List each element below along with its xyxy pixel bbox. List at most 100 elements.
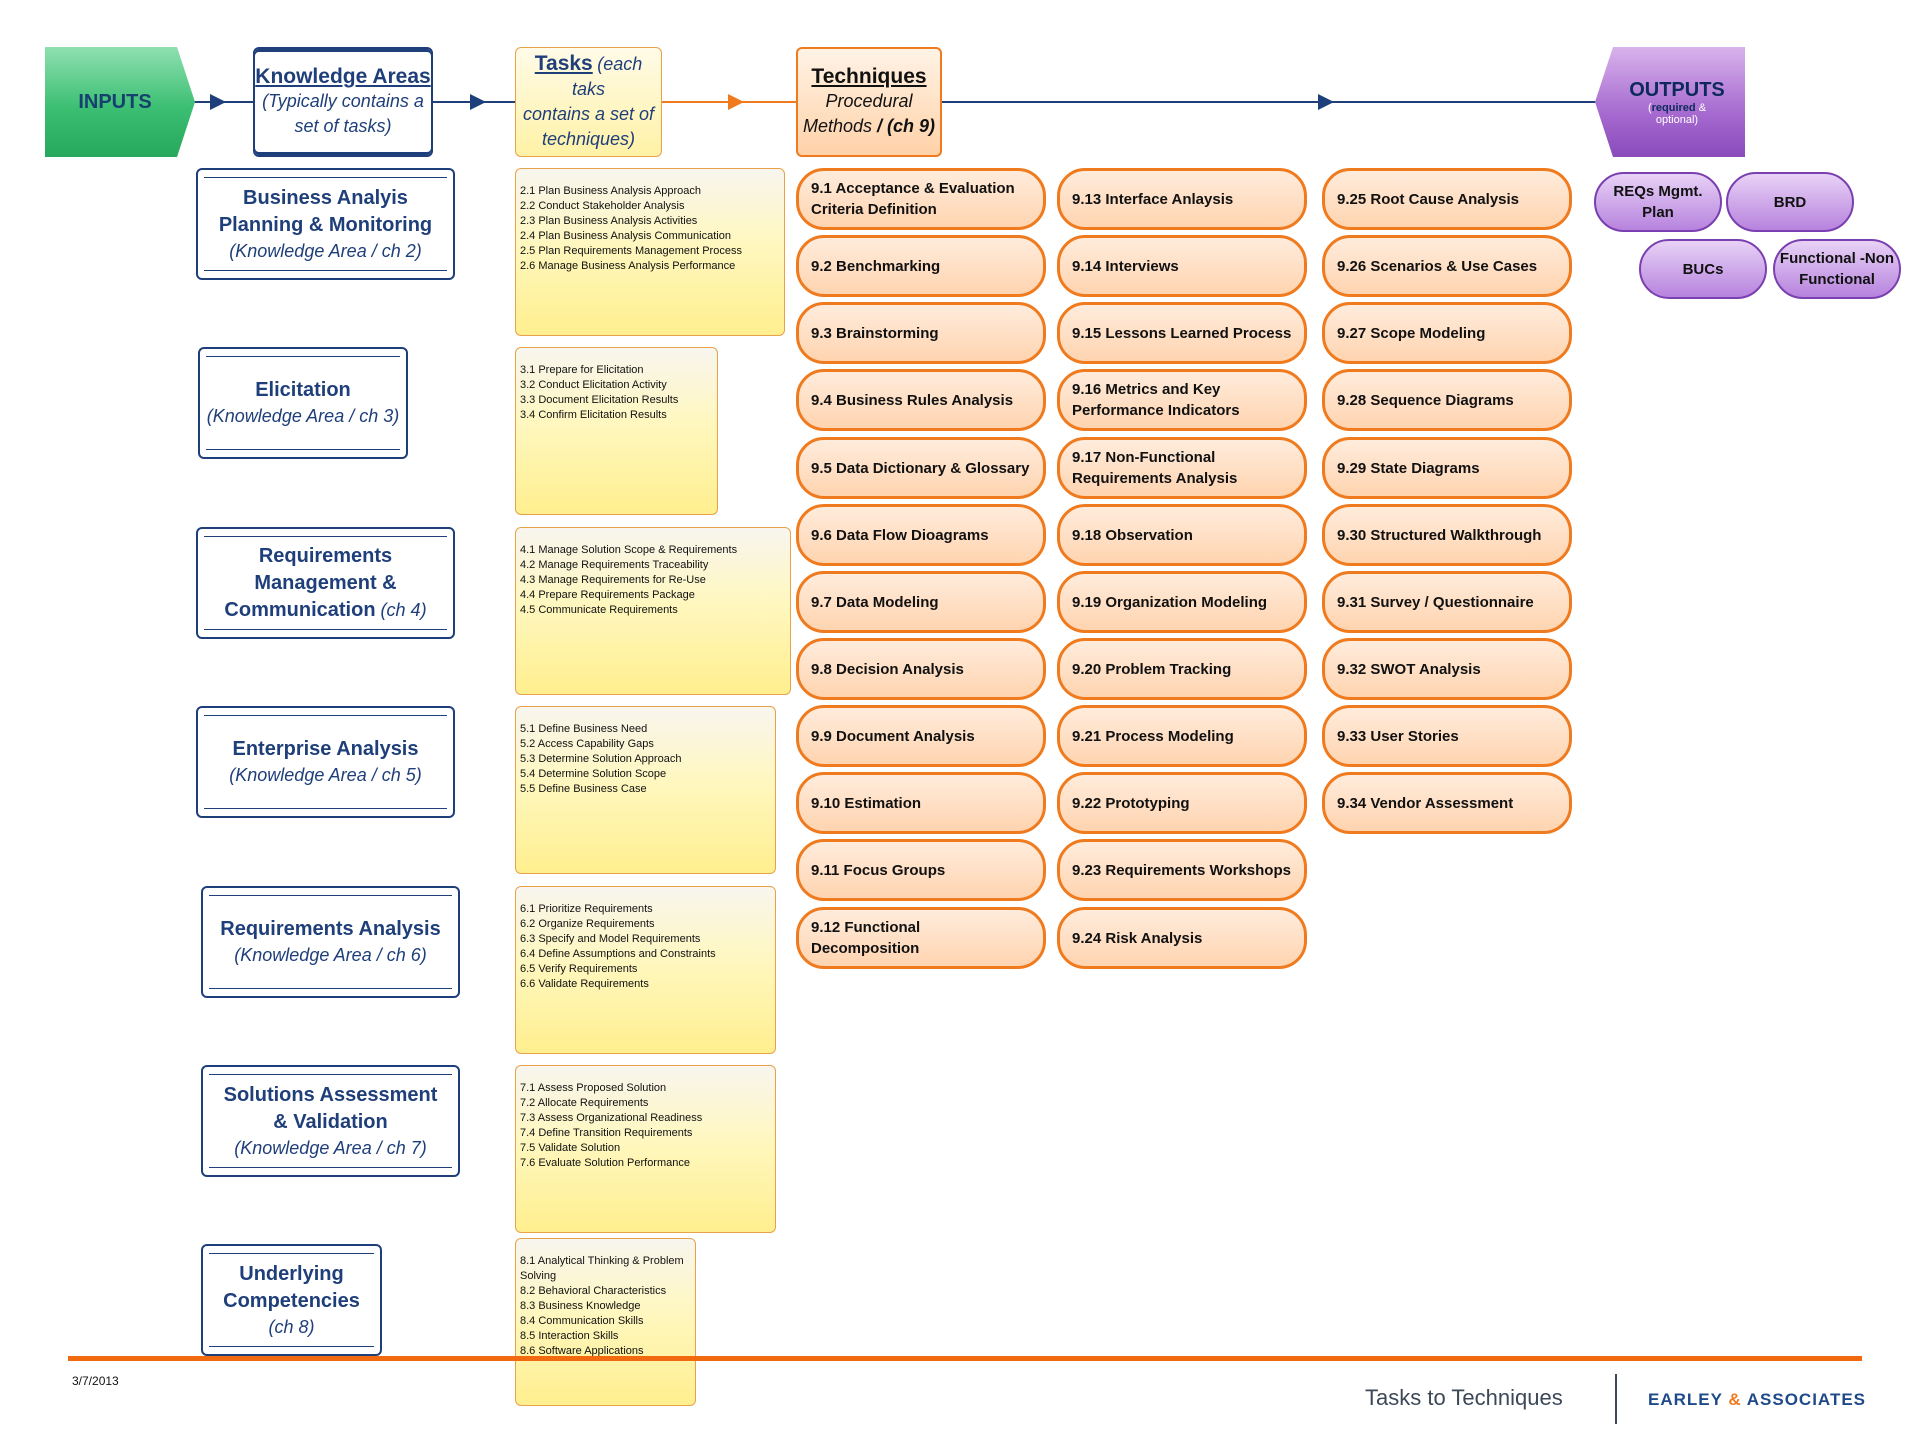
task-item: 2.2 Conduct Stakeholder Analysis bbox=[520, 200, 685, 212]
techniques-header: Techniques Procedural Methods / (ch 9) bbox=[796, 47, 942, 157]
task-item: 5.1 Define Business Need bbox=[520, 723, 648, 735]
task-item: 5.5 Define Business Case bbox=[520, 783, 647, 795]
techniques-note-3: / (ch 9) bbox=[872, 116, 936, 136]
technique-9-19: 9.19 Organization Modeling bbox=[1057, 571, 1307, 633]
ka-name-line: & Validation bbox=[273, 1110, 388, 1133]
ka-name-line: Solutions Assessment bbox=[223, 1083, 438, 1106]
tasks-title: Tasks bbox=[534, 52, 593, 75]
tasks-note-2: contains a set of bbox=[522, 104, 655, 124]
knowledge-area-ch5: Enterprise Analysis (Knowledge Area / ch… bbox=[196, 706, 455, 818]
technique-9-20: 9.20 Problem Tracking bbox=[1057, 638, 1307, 700]
technique-9-21: 9.21 Process Modeling bbox=[1057, 705, 1307, 767]
task-item: 6.1 Prioritize Requirements bbox=[520, 903, 653, 915]
technique-9-12: 9.12 Functional Decomposition bbox=[796, 907, 1046, 969]
technique-9-27: 9.27 Scope Modeling bbox=[1322, 302, 1572, 364]
technique-9-7: 9.7 Data Modeling bbox=[796, 571, 1046, 633]
ka-chapter-note: (ch 4) bbox=[375, 599, 427, 620]
techniques-note-1: Procedural bbox=[825, 91, 913, 111]
task-item: 3.3 Document Elicitation Results bbox=[520, 394, 679, 406]
task-item: 8.3 Business Knowledge bbox=[520, 1300, 641, 1312]
technique-9-13: 9.13 Interface Anlaysis bbox=[1057, 168, 1307, 230]
tasks-note-3: techniques) bbox=[541, 129, 636, 149]
technique-9-24: 9.24 Risk Analysis bbox=[1057, 907, 1307, 969]
task-item: 6.4 Define Assumptions and Constraints bbox=[520, 948, 716, 960]
task-item: 8.4 Communication Skills bbox=[520, 1315, 644, 1327]
knowledge-area-ch4: Requirements Management & Communication … bbox=[196, 527, 455, 639]
task-item: 7.5 Validate Solution bbox=[520, 1142, 621, 1154]
knowledge-area-ch6: Requirements Analysis (Knowledge Area / … bbox=[201, 886, 460, 998]
task-item: 7.3 Assess Organizational Readiness bbox=[520, 1112, 703, 1124]
output-brd: BRD bbox=[1726, 172, 1854, 232]
technique-9-18: 9.18 Observation bbox=[1057, 504, 1307, 566]
task-item: 8.5 Interaction Skills bbox=[520, 1330, 619, 1342]
task-item: 2.5 Plan Requirements Management Process bbox=[520, 245, 742, 257]
output-functional-non-functional: Functional -Non Functional bbox=[1773, 239, 1901, 299]
inputs-label: INPUTS bbox=[78, 90, 152, 113]
task-item: 4.5 Communicate Requirements bbox=[520, 604, 678, 616]
logo-ampersand: & bbox=[1728, 1390, 1742, 1409]
task-item: 6.5 Verify Requirements bbox=[520, 963, 638, 975]
logo-word-earley: EARLEY bbox=[1648, 1390, 1729, 1409]
tasks-ch2: 2.1 Plan Business Analysis Approach 2.2 … bbox=[515, 168, 785, 336]
task-item: 8.2 Behavioral Characteristics bbox=[520, 1285, 667, 1297]
task-item: 4.2 Manage Requirements Traceability bbox=[520, 559, 709, 571]
task-item: 3.2 Conduct Elicitation Activity bbox=[520, 379, 667, 391]
techniques-note-2: Methods bbox=[802, 116, 873, 136]
footer-date: 3/7/2013 bbox=[72, 1374, 119, 1388]
task-item: 4.4 Prepare Requirements Package bbox=[520, 589, 695, 601]
footer-divider bbox=[68, 1356, 1862, 1361]
footer-separator bbox=[1615, 1374, 1617, 1424]
ka-name-line: Enterprise Analysis bbox=[232, 738, 419, 760]
technique-9-16: 9.16 Metrics and Key Performance Indicat… bbox=[1057, 369, 1307, 431]
task-item: 6.3 Specify and Model Requirements bbox=[520, 933, 701, 945]
knowledge-areas-title: Knowledge Areas bbox=[255, 65, 431, 88]
technique-9-1: 9.1 Acceptance & Evaluation Criteria Def… bbox=[796, 168, 1046, 230]
task-item: 7.4 Define Transition Requirements bbox=[520, 1127, 693, 1139]
task-item: 8.1 Analytical Thinking & Problem Solvin… bbox=[520, 1255, 684, 1282]
technique-9-6: 9.6 Data Flow Dioagrams bbox=[796, 504, 1046, 566]
outputs-required: required bbox=[1651, 101, 1696, 114]
tasks-ch5: 5.1 Define Business Need 5.2 Access Capa… bbox=[515, 706, 776, 874]
ka-name-line: Management & bbox=[254, 571, 397, 594]
logo-word-associates: ASSOCIATES bbox=[1741, 1390, 1867, 1409]
tasks-header: Tasks (each taks contains a set of techn… bbox=[515, 47, 662, 157]
technique-9-32: 9.32 SWOT Analysis bbox=[1322, 638, 1572, 700]
technique-9-2: 9.2 Benchmarking bbox=[796, 235, 1046, 297]
technique-9-25: 9.25 Root Cause Analysis bbox=[1322, 168, 1572, 230]
ka-name-line: Planning & Monitoring bbox=[218, 213, 433, 236]
task-item: 2.3 Plan Business Analysis Activities bbox=[520, 215, 698, 227]
task-item: 8.6 Software Applications bbox=[520, 1345, 644, 1357]
knowledge-areas-header: Knowledge Areas (Typically contains a se… bbox=[253, 47, 433, 157]
tasks-ch8: 8.1 Analytical Thinking & Problem Solvin… bbox=[515, 1238, 696, 1406]
task-item: 6.2 Organize Requirements bbox=[520, 918, 655, 930]
outputs-amp: & bbox=[1695, 101, 1707, 114]
ka-chapter-note: (Knowledge Area / ch 2) bbox=[229, 240, 422, 261]
task-item: 2.4 Plan Business Analysis Communication bbox=[520, 230, 731, 242]
technique-9-4: 9.4 Business Rules Analysis bbox=[796, 369, 1046, 431]
task-item: 4.3 Manage Requirements for Re-Use bbox=[520, 574, 706, 586]
ka-name-line: Elicitation bbox=[255, 379, 351, 401]
ka-name-line: Communication bbox=[224, 598, 376, 621]
technique-9-9: 9.9 Document Analysis bbox=[796, 705, 1046, 767]
ka-chapter-note: (ch 8) bbox=[268, 1316, 315, 1337]
task-item: 5.3 Determine Solution Approach bbox=[520, 753, 682, 765]
technique-9-33: 9.33 User Stories bbox=[1322, 705, 1572, 767]
task-item: 7.6 Evaluate Solution Performance bbox=[520, 1157, 690, 1169]
knowledge-area-ch8: Underlying Competencies (ch 8) bbox=[201, 1244, 382, 1356]
technique-9-8: 9.8 Decision Analysis bbox=[796, 638, 1046, 700]
technique-9-15: 9.15 Lessons Learned Process bbox=[1057, 302, 1307, 364]
ka-chapter-note: (Knowledge Area / ch 6) bbox=[234, 945, 427, 965]
ka-name-line: Requirements bbox=[258, 544, 393, 567]
tasks-ch3: 3.1 Prepare for Elicitation 3.2 Conduct … bbox=[515, 347, 718, 515]
tasks-ch4: 4.1 Manage Solution Scope & Requirements… bbox=[515, 527, 791, 695]
technique-9-26: 9.26 Scenarios & Use Cases bbox=[1322, 235, 1572, 297]
company-logo: EARLEY & ASSOCIATES bbox=[1648, 1390, 1866, 1410]
outputs-banner: OUTPUTS (required & optional) bbox=[1595, 47, 1745, 157]
footer-title: Tasks to Techniques bbox=[1365, 1385, 1563, 1410]
outputs-label: OUTPUTS bbox=[1629, 78, 1725, 101]
knowledge-areas-note: (Typically contains a set of tasks) bbox=[262, 91, 424, 136]
outputs-open: ( bbox=[1647, 101, 1652, 114]
task-item: 3.4 Confirm Elicitation Results bbox=[520, 409, 667, 421]
technique-9-22: 9.22 Prototyping bbox=[1057, 772, 1307, 834]
